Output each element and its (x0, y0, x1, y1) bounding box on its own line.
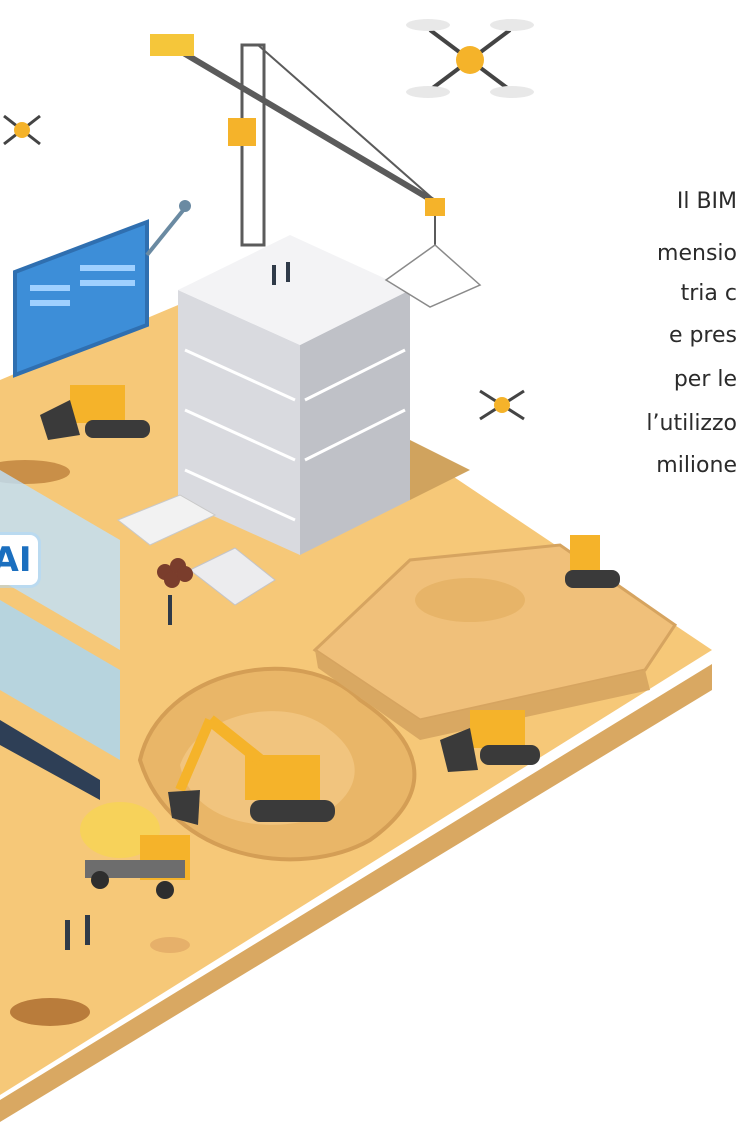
ai-badge: AI (0, 535, 38, 585)
text-line: mensio (657, 241, 737, 266)
text-line: milione (656, 453, 737, 478)
drone-icon (3, 114, 41, 146)
bulldozer-icon (440, 710, 540, 772)
building-icon (178, 235, 470, 555)
dirt-mound (0, 460, 70, 484)
text-line: Il BIM (676, 189, 737, 214)
dirt-mound (150, 937, 190, 953)
cement-mixer-icon (80, 802, 190, 899)
crane-icon (150, 34, 482, 308)
text-line: tria c (680, 281, 737, 306)
materials (117, 494, 276, 606)
bulldozer-icon (40, 385, 150, 440)
excavator-icon (168, 715, 335, 825)
drone-icon (479, 389, 525, 421)
text-line: per le (673, 367, 737, 392)
drone-icon (406, 19, 534, 98)
monitor-icon (13, 200, 191, 378)
ground-side (0, 664, 712, 1122)
dirt-mound (10, 998, 90, 1026)
hill-crater (415, 578, 525, 622)
text-line: e pres (668, 323, 737, 348)
worker-icon (65, 262, 290, 950)
ai-hologram (0, 470, 120, 800)
bulldozer-icon (565, 535, 620, 588)
text-line: l’utilizzo (646, 411, 737, 436)
hill-side (315, 650, 650, 740)
